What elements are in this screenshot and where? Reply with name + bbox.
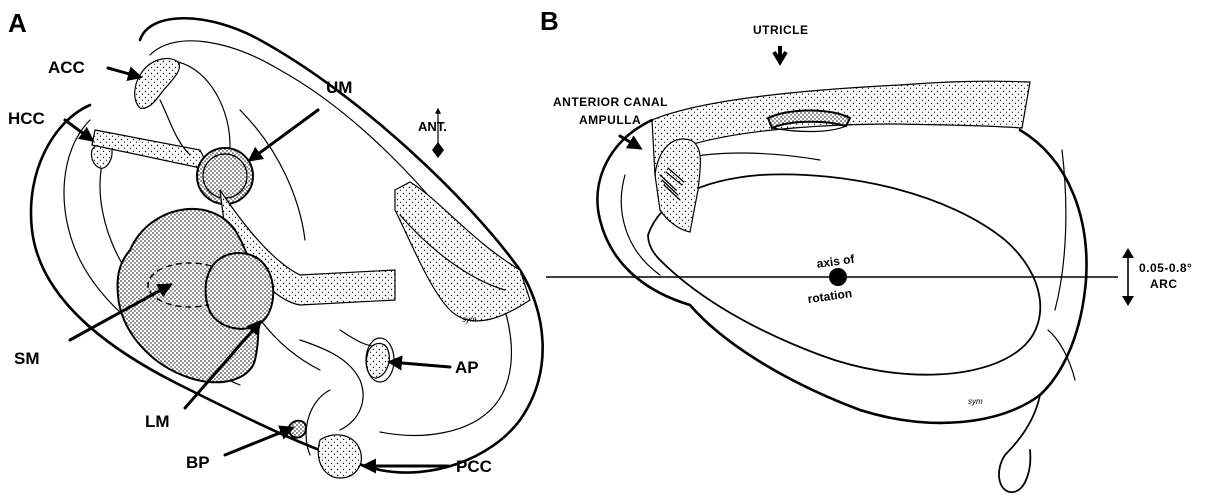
right-wall-inner bbox=[1055, 150, 1066, 310]
panel-b-letter: B bbox=[540, 6, 559, 36]
ampulla-pointer bbox=[620, 136, 640, 148]
label-anterior-canal: ANTERIOR CANAL bbox=[553, 95, 668, 109]
label-utricle: UTRICLE bbox=[753, 23, 809, 37]
label-arc-value: 0.05-0.8° bbox=[1139, 261, 1192, 275]
panel-b-signature: sym bbox=[968, 397, 983, 406]
acc-pointer bbox=[108, 68, 140, 77]
arc-double-arrow bbox=[1122, 248, 1134, 306]
label-hcc: HCC bbox=[8, 109, 45, 128]
label-acc: ACC bbox=[48, 58, 85, 77]
label-axis-of: axis of bbox=[816, 252, 857, 271]
label-arc-unit: ARC bbox=[1150, 277, 1178, 291]
axis-dot bbox=[829, 268, 847, 286]
panel-a-signature: sym bbox=[462, 315, 477, 324]
utricular-macula bbox=[197, 148, 253, 204]
label-sm: SM bbox=[14, 349, 40, 368]
lower-structure-1 bbox=[262, 322, 320, 370]
um-pointer bbox=[250, 110, 318, 160]
label-lm: LM bbox=[145, 412, 170, 431]
label-ap: AP bbox=[455, 358, 479, 377]
label-pcc: PCC bbox=[456, 457, 492, 476]
anterior-crista bbox=[135, 58, 180, 108]
label-um: UM bbox=[326, 78, 352, 97]
label-bp: BP bbox=[186, 453, 210, 472]
panel-a: A bbox=[8, 8, 543, 478]
lagenar-macula bbox=[206, 253, 274, 329]
label-rotation: rotation bbox=[807, 286, 853, 306]
ap-pointer bbox=[390, 362, 450, 367]
panel-b: B bbox=[540, 6, 1192, 492]
lower-extension bbox=[999, 395, 1040, 492]
utricle-pointer bbox=[774, 46, 786, 62]
anterior-canal-ampulla bbox=[655, 139, 700, 232]
label-ant: ANT. bbox=[418, 119, 447, 134]
posterior-crista bbox=[318, 435, 361, 478]
wall-line-1 bbox=[621, 175, 660, 275]
label-ampulla: AMPULLA bbox=[579, 113, 641, 127]
ant-arrow-tail bbox=[432, 142, 444, 158]
amphibian-papilla bbox=[366, 343, 389, 378]
lower-extension-inner bbox=[1048, 330, 1075, 380]
bp-pointer bbox=[225, 428, 292, 455]
panel-a-letter: A bbox=[8, 8, 27, 38]
